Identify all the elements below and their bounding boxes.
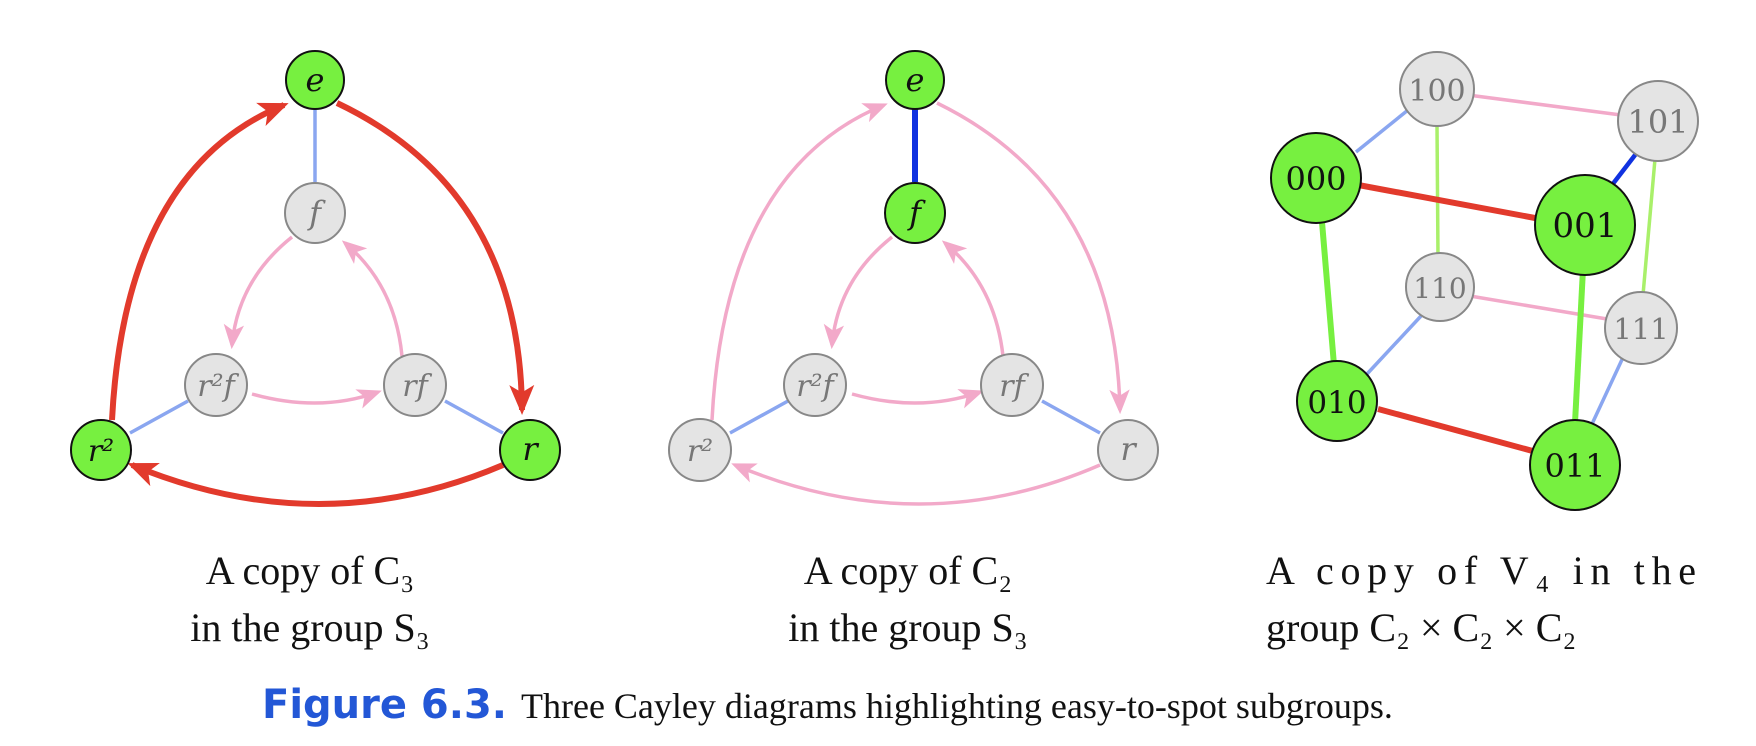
edge-e-r <box>936 101 1130 415</box>
edge-rf-f <box>941 240 1005 357</box>
caption-line-2: in the group S₃ <box>190 605 430 650</box>
edge-rf-f <box>341 240 404 357</box>
edge-011-111 <box>1590 350 1628 425</box>
edge-100-101 <box>1467 93 1622 117</box>
node-label: r²f <box>796 369 838 404</box>
node-010: 010 <box>1296 360 1378 442</box>
node-label: 000 <box>1285 160 1346 198</box>
node-r2: r² <box>668 418 732 482</box>
node-f: f <box>884 182 946 244</box>
node-r2: r² <box>70 419 132 481</box>
node-101: 101 <box>1617 80 1699 162</box>
edge-r-rf <box>444 399 504 435</box>
edge-r2-r2f <box>129 399 189 435</box>
edge-100-110 <box>1435 124 1440 258</box>
diagram-v4-in-c2-cube: 100 101 000 001 110 111 010 011 <box>1266 51 1699 650</box>
node-label: r²f <box>197 369 239 404</box>
node-label: 001 <box>1553 206 1618 246</box>
edge-001-011 <box>1572 268 1586 424</box>
node-f: f <box>284 182 346 244</box>
caption-line-1: A copy of C₂ <box>804 548 1012 593</box>
edge-r-r2 <box>127 462 505 507</box>
edge-f-r2f <box>823 235 894 350</box>
node-label: rf <box>999 369 1029 404</box>
edge-f-r2f <box>223 235 294 350</box>
node-001: 001 <box>1534 174 1636 276</box>
node-110: 110 <box>1405 252 1475 322</box>
figure-caption: Figure 6.3. Three Cayley diagrams highlig… <box>262 682 1393 728</box>
node-label: 110 <box>1413 272 1466 305</box>
edge-000-010 <box>1319 221 1337 366</box>
figure-label: Figure 6.3. <box>262 682 507 728</box>
node-111: 111 <box>1604 291 1678 365</box>
node-label: e <box>306 61 325 99</box>
figure-description: Three Cayley diagrams highlighting easy-… <box>521 686 1393 726</box>
node-r: r <box>499 419 561 481</box>
caption-line-1: A copy of C₃ <box>206 548 414 593</box>
edge-r2f-rf <box>251 389 382 409</box>
node-label: r² <box>88 434 114 469</box>
node-rf: rf <box>383 353 447 417</box>
node-label: 101 <box>1627 103 1688 141</box>
edge-r2-e <box>710 103 888 421</box>
edge-r-r2 <box>731 463 1101 506</box>
node-label: r <box>1120 430 1137 468</box>
node-100: 100 <box>1399 51 1475 127</box>
node-label: 010 <box>1307 385 1366 421</box>
node-rf: rf <box>980 353 1044 417</box>
caption-line-2: in the group S₃ <box>788 605 1028 650</box>
node-label: e <box>906 61 925 99</box>
node-011: 011 <box>1529 419 1621 511</box>
node-r2f: r²f <box>184 353 248 417</box>
node-000: 000 <box>1270 132 1362 224</box>
figure-caption-text: Figure 6.3. Three Cayley diagrams highlig… <box>262 682 1393 728</box>
edge-e-r <box>335 100 535 415</box>
node-r: r <box>1097 419 1159 481</box>
edge-r2f-rf <box>851 389 984 409</box>
node-label: 011 <box>1544 447 1605 485</box>
edge-r2-e <box>109 102 289 421</box>
node-label: rf <box>402 369 432 404</box>
edge-010-110 <box>1365 314 1423 376</box>
edge-110-111 <box>1469 294 1614 322</box>
edge-r2-r2f <box>729 399 789 435</box>
edge-010-011 <box>1377 406 1541 456</box>
edge-101-111 <box>1641 158 1657 296</box>
node-e: e <box>285 50 345 110</box>
diagram-c2-in-s3: e f r²f rf r² r A copy of C₂ in the grou… <box>668 50 1159 650</box>
node-label: 100 <box>1408 74 1465 109</box>
edge-000-100 <box>1354 104 1415 154</box>
edge-000-001 <box>1352 181 1536 221</box>
caption-line-1: A copy of V₄ in the <box>1266 548 1696 593</box>
node-e: e <box>885 50 945 110</box>
node-r2f: r²f <box>783 353 847 417</box>
caption-line-2: group C₂ × C₂ × C₂ <box>1266 605 1576 650</box>
node-label: r² <box>687 434 713 469</box>
diagram-c3-in-s3: e f r²f rf r² r A copy of C₃ in the grou… <box>70 50 561 650</box>
edge-r-rf <box>1041 399 1101 435</box>
node-label: 111 <box>1613 312 1668 346</box>
node-label: r <box>522 430 539 468</box>
